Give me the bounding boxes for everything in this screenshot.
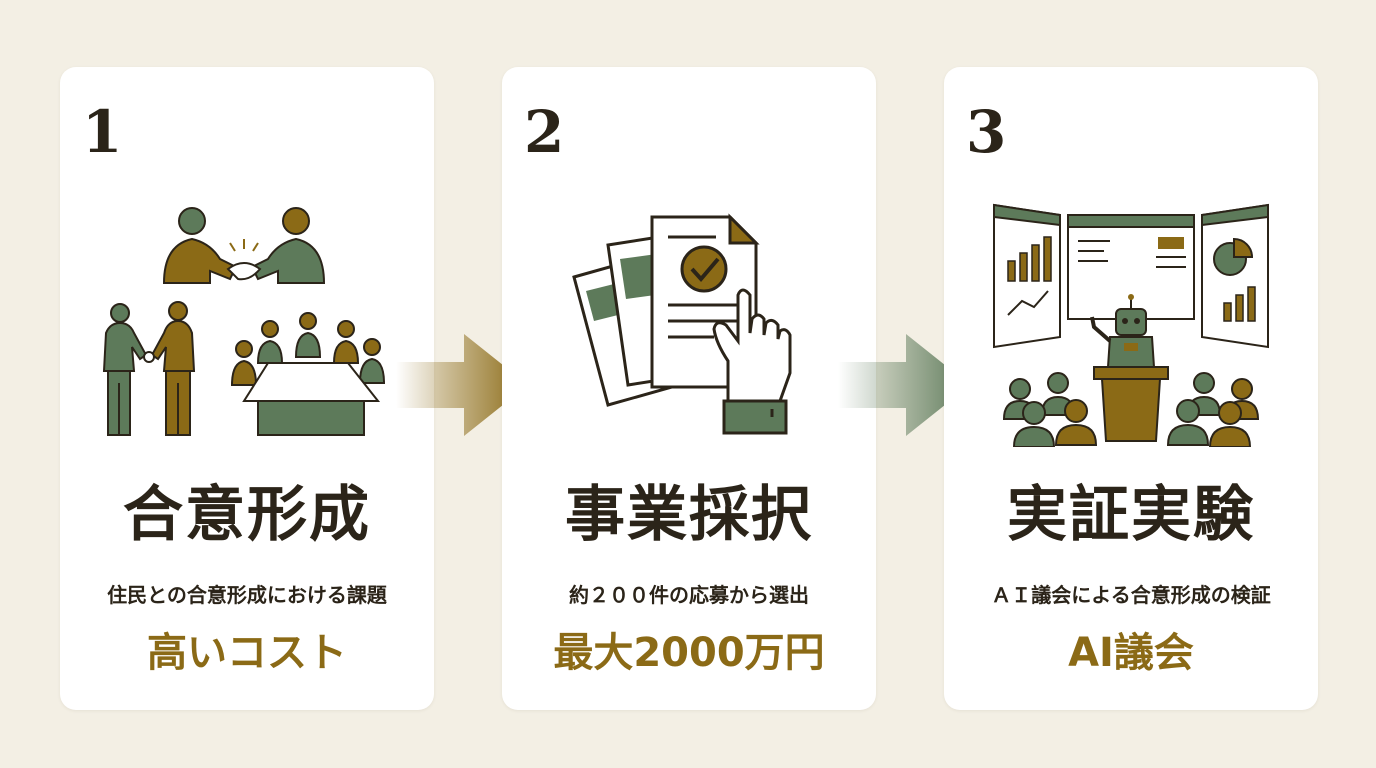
step-number: 2	[524, 98, 565, 166]
step-card-3: 3	[944, 67, 1318, 710]
pie-chart-screen-icon	[1201, 203, 1269, 349]
businessmen-icon	[102, 301, 196, 436]
document-selection-illustration	[572, 213, 792, 435]
arrow-right-icon	[396, 334, 528, 436]
audience-icon	[1002, 372, 1260, 447]
step-card-2: 2 事業採択 約２００件の応募から選出 最大2000万円	[502, 67, 876, 710]
step-highlight: 高いコスト	[147, 630, 347, 676]
step-title: 合意形成	[123, 480, 371, 550]
step-title: 事業採択	[565, 480, 813, 550]
step-subtitle: ＡＩ議会による合意形成の検証	[991, 583, 1271, 607]
step-highlight: AI議会	[1068, 630, 1194, 676]
bar-chart-screen-icon	[993, 203, 1061, 349]
step-title: 実証実験	[1007, 480, 1255, 550]
step-highlight: 最大2000万円	[553, 630, 825, 676]
handshake-icon	[162, 207, 326, 284]
step-number: 3	[966, 98, 1007, 166]
robot-icon	[1090, 294, 1169, 442]
pointing-hand-icon	[712, 288, 792, 435]
arrow-right-icon	[838, 334, 970, 436]
step-number: 1	[82, 98, 123, 166]
ai-assembly-illustration	[993, 203, 1269, 447]
meeting-table-icon	[230, 312, 386, 436]
consensus-meeting-illustration	[102, 207, 386, 436]
step-subtitle: 約２００件の応募から選出	[569, 583, 809, 607]
step-card-1: 1	[60, 67, 434, 710]
step-subtitle: 住民との合意形成における課題	[107, 583, 387, 607]
